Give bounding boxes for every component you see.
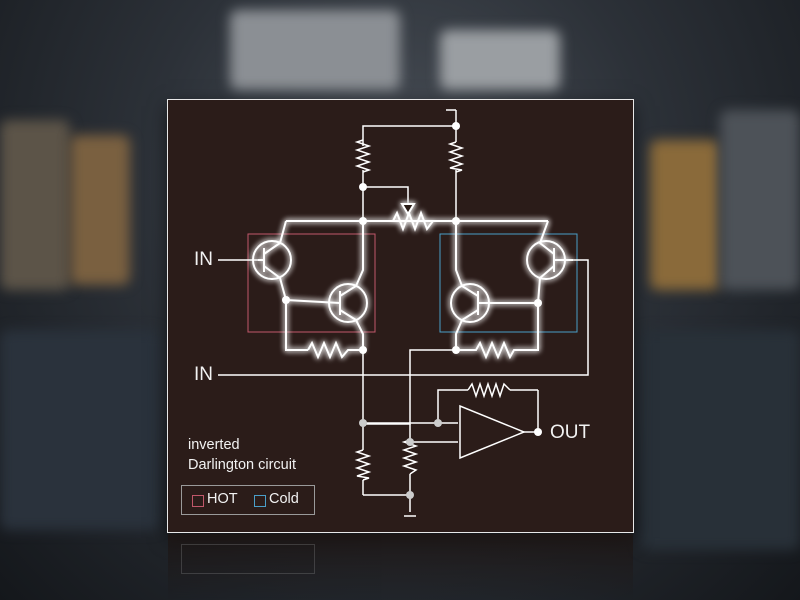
wires (218, 109, 589, 517)
circuit-diagram (218, 109, 589, 517)
diagram-title-line1: inverted (188, 437, 240, 453)
diagram-title-line2: Darlington circuit (188, 457, 296, 473)
cold-box (439, 233, 578, 333)
background-blur (640, 330, 800, 550)
background-blur (650, 140, 720, 290)
background-blur (70, 135, 130, 285)
in-top-label: IN (194, 249, 213, 270)
cold-swatch (254, 495, 266, 507)
legend-hot-label: HOT (207, 491, 238, 507)
diagram-panel: IN IN OUT inverted Darlington circuit HO… (168, 100, 633, 532)
background-blur (0, 330, 160, 530)
panel-reflection (168, 534, 633, 600)
legend: HOT Cold (181, 485, 315, 515)
junction-dots (282, 122, 542, 499)
in-bottom-label: IN (194, 364, 213, 385)
hot-swatch (192, 495, 204, 507)
out-label: OUT (550, 422, 591, 443)
hot-box (247, 233, 376, 333)
legend-reflection (181, 544, 315, 574)
background-blur (440, 30, 560, 90)
legend-cold-label: Cold (269, 491, 299, 507)
background-blur (230, 10, 400, 90)
background-blur (720, 110, 800, 290)
background-blur (0, 120, 70, 290)
glowing-circuit (252, 203, 573, 360)
